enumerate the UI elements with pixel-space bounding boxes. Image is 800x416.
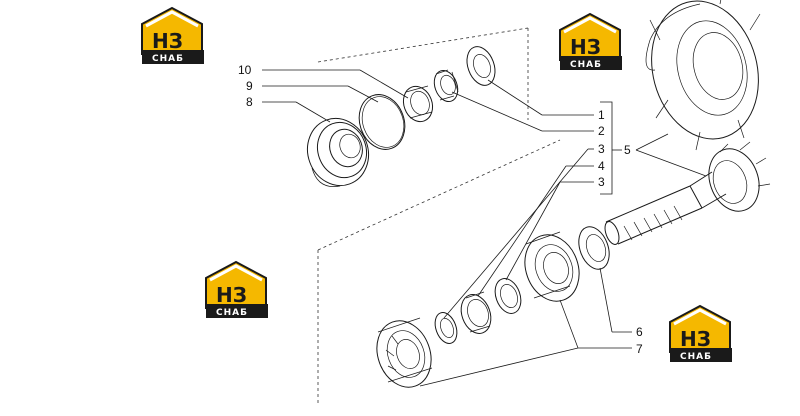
part-4-collapsible-spacer — [460, 291, 492, 334]
watermark-monogram: НЗ — [216, 283, 247, 307]
watermark-monogram: НЗ — [570, 35, 601, 59]
callout-1: 1 — [598, 108, 605, 122]
watermark-caption: СНАБ — [680, 352, 712, 362]
watermark-logo-mid-left: НЗ СНАБ — [205, 260, 268, 318]
watermark-caption: СНАБ — [570, 60, 602, 70]
callout-labels: 10 9 8 1 2 3 4 3 5 6 7 — [238, 63, 643, 356]
watermark-caption: СНАБ — [152, 54, 184, 64]
watermark-logo-top-center: НЗ СНАБ — [559, 12, 622, 70]
callout-3b: 3 — [598, 175, 605, 189]
watermark-logo-bottom-right: НЗ СНАБ — [669, 304, 732, 362]
part-2-nut — [433, 69, 459, 102]
callout-8: 8 — [246, 95, 253, 109]
callout-2: 2 — [598, 124, 605, 138]
part-8-cover-seal — [307, 117, 369, 187]
watermark-monogram: НЗ — [152, 29, 183, 53]
part-1-washer-top — [466, 46, 496, 86]
callout-9: 9 — [246, 79, 253, 93]
crown-wheel-gear — [645, 0, 761, 151]
part-7-bearing-lower — [376, 317, 433, 388]
watermark-monogram: НЗ — [680, 327, 711, 351]
callout-5: 5 — [624, 143, 631, 157]
part-3-spacer-ring — [494, 278, 522, 314]
part-10-bearing-cup — [402, 85, 434, 123]
pinion-shaft — [604, 141, 771, 245]
callout-7: 7 — [636, 342, 643, 356]
callout-6: 6 — [636, 325, 643, 339]
callout-3a: 3 — [598, 142, 605, 156]
part-3-shim-lower — [434, 312, 458, 344]
watermark-logo-top-left: НЗ СНАБ — [141, 6, 204, 64]
part-9-o-ring — [358, 94, 406, 150]
callout-4: 4 — [598, 159, 605, 173]
part-7-bearing-upper — [524, 231, 580, 302]
leader-lines — [262, 69, 707, 387]
part-6-shim — [578, 226, 610, 270]
callout-10: 10 — [238, 63, 252, 77]
watermark-caption: СНАБ — [216, 308, 248, 318]
assembly-envelope — [317, 27, 561, 406]
